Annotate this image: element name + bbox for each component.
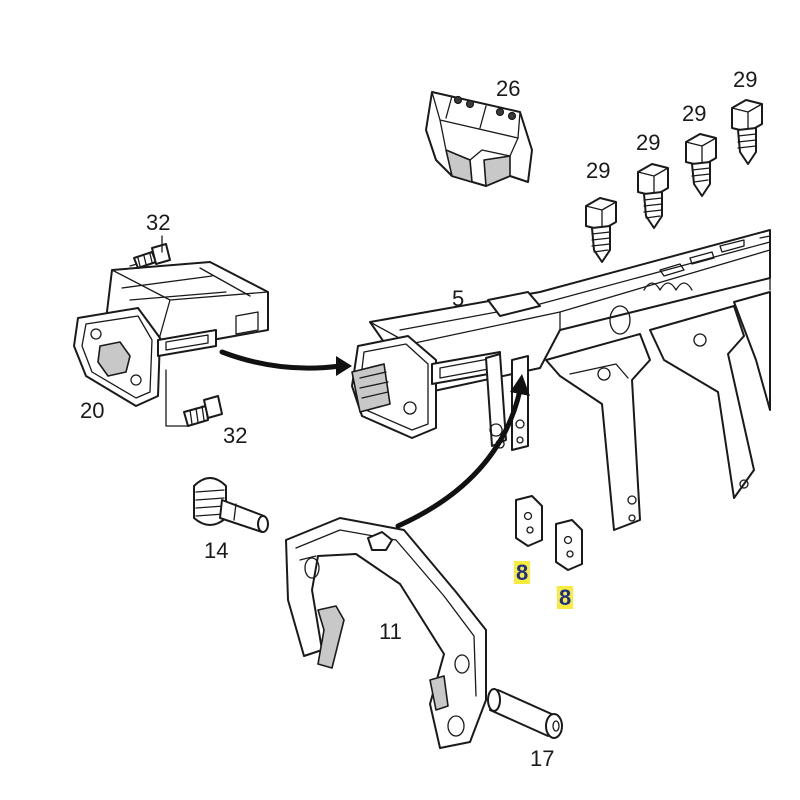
callout-14: 14	[204, 538, 229, 563]
part-29-bolt-3	[685, 133, 717, 197]
part-11-shift-fork	[285, 517, 487, 749]
arrow-head-right	[336, 356, 352, 376]
part-26-bracket	[425, 91, 533, 187]
part-32-screw-bottom	[165, 369, 223, 427]
callout-11: 11	[379, 619, 402, 644]
part-32-screw-top	[129, 235, 171, 269]
part-29-bolt-4	[731, 99, 763, 165]
part-8-plate-1	[515, 495, 543, 547]
part-20-end-housing	[73, 261, 269, 407]
part-29-bolt-2	[637, 163, 669, 229]
callout-29-a: 29	[733, 67, 758, 92]
callout-29-b: 29	[682, 101, 707, 126]
callout-32-top: 32	[146, 210, 171, 235]
callout-17: 17	[530, 746, 555, 771]
arrow-head-up	[510, 374, 530, 396]
part-29-bolt-1	[585, 197, 617, 263]
part-17-roller-pin	[487, 688, 563, 739]
callout-29-d: 29	[586, 158, 611, 183]
callout-8-highlight-1: 8	[514, 560, 531, 585]
part-5-shift-rail-assembly	[351, 229, 771, 531]
callout-26: 26	[496, 76, 521, 101]
part-14-pin	[193, 477, 269, 533]
callout-29-c: 29	[636, 130, 661, 155]
callout-20: 20	[80, 398, 105, 423]
part-8-plate-2	[555, 519, 583, 571]
callout-32-bottom: 32	[223, 423, 248, 448]
assembly-arrows	[219, 349, 530, 529]
callout-8-highlight-2: 8	[557, 585, 574, 610]
callout-5: 5	[452, 286, 465, 311]
